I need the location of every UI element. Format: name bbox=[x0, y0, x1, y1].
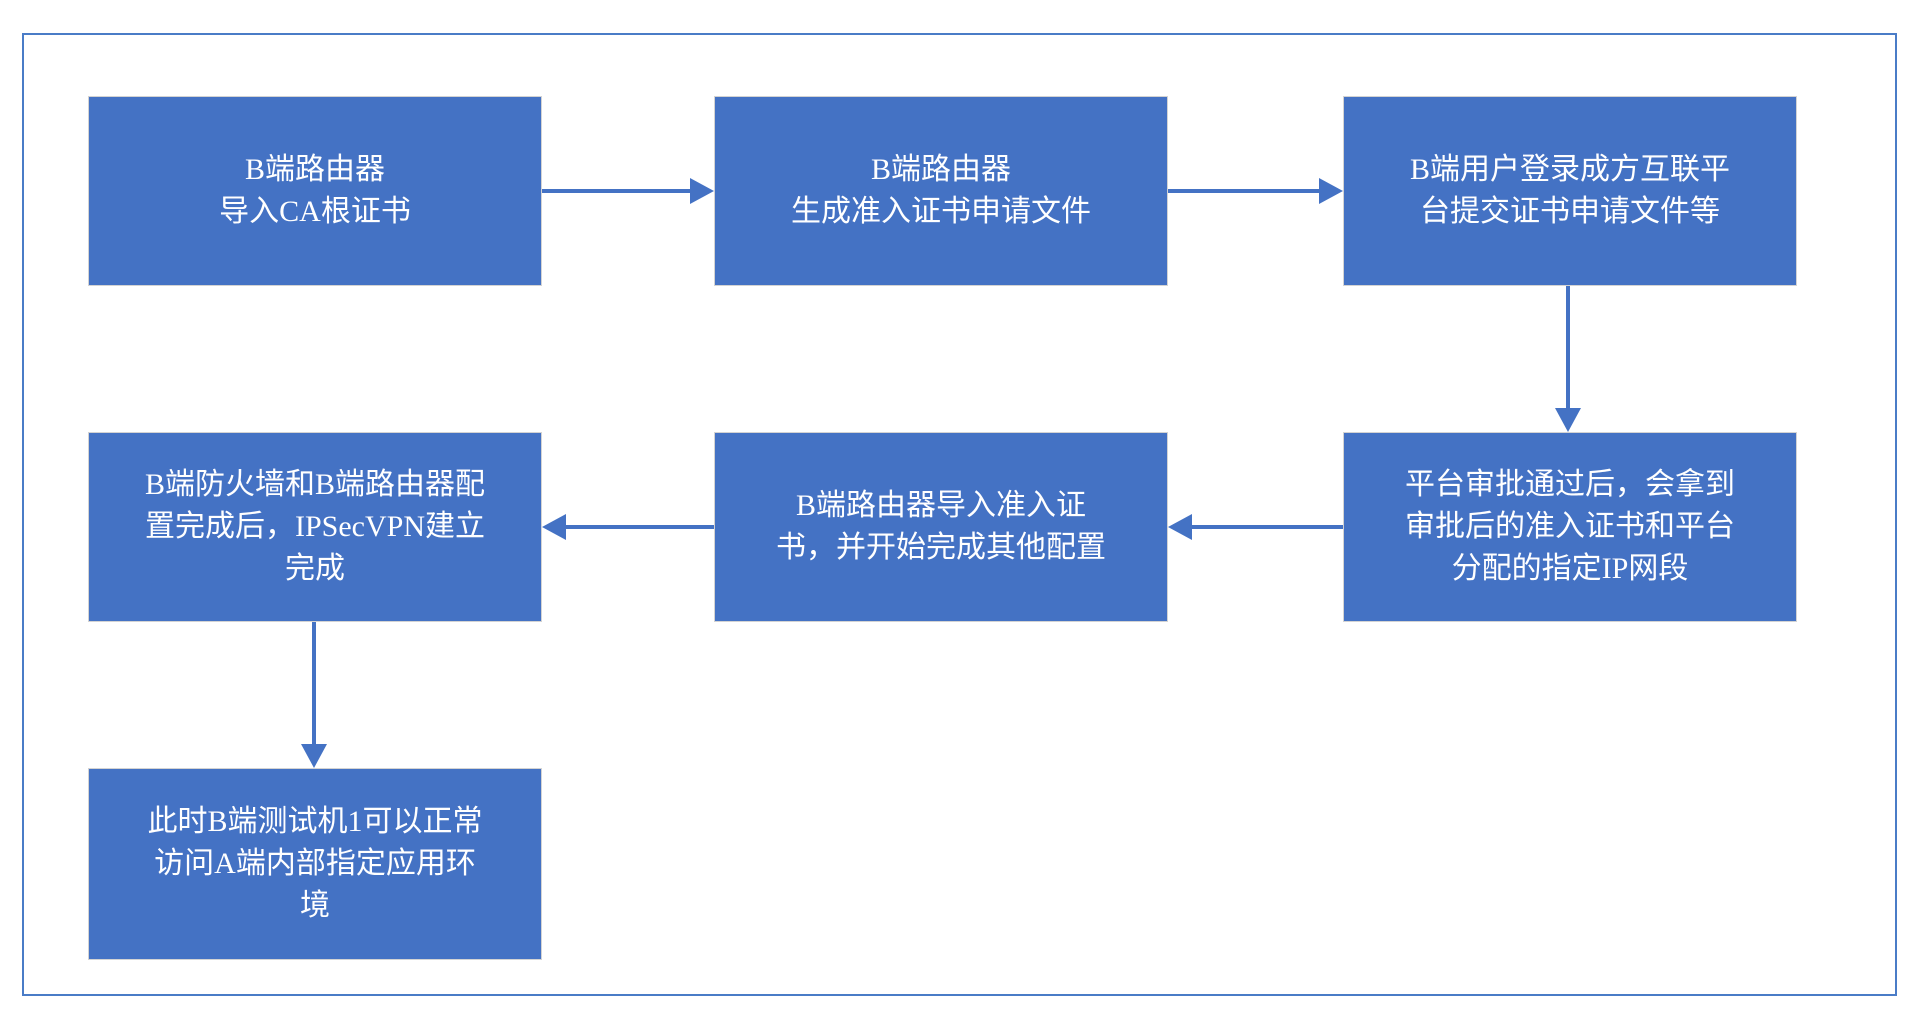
arrow-line bbox=[1192, 525, 1343, 529]
arrow-left-icon bbox=[1168, 514, 1192, 540]
flow-node-ipsecvpn-established: B端防火墙和B端路由器配 置完成后，IPSecVPN建立 完成 bbox=[88, 432, 542, 622]
flow-node-label: B端路由器导入准入证 书，并开始完成其他配置 bbox=[776, 489, 1106, 564]
flow-node-generate-cert-request: B端路由器 生成准入证书申请文件 bbox=[714, 96, 1168, 286]
flow-node-label: 此时B端测试机1可以正常 访问A端内部指定应用环 境 bbox=[147, 805, 483, 922]
arrow-line bbox=[1168, 189, 1319, 193]
flow-node-import-ca-root-cert: B端路由器 导入CA根证书 bbox=[88, 96, 542, 286]
flow-node-test-machine-access: 此时B端测试机1可以正常 访问A端内部指定应用环 境 bbox=[88, 768, 542, 960]
flow-node-label: B端用户登录成方互联平 台提交证书申请文件等 bbox=[1409, 153, 1730, 228]
flow-node-label: 平台审批通过后，会拿到 审批后的准入证书和平台 分配的指定IP网段 bbox=[1405, 468, 1735, 585]
arrow-down-icon bbox=[1555, 408, 1581, 432]
diagram-border-frame bbox=[22, 33, 1897, 996]
flow-node-platform-approval: 平台审批通过后，会拿到 审批后的准入证书和平台 分配的指定IP网段 bbox=[1343, 432, 1797, 622]
flow-node-label: B端防火墙和B端路由器配 置完成后，IPSecVPN建立 完成 bbox=[144, 468, 486, 585]
arrow-right-icon bbox=[1319, 178, 1343, 204]
arrow-line bbox=[312, 622, 316, 744]
arrow-right-icon bbox=[690, 178, 714, 204]
arrow-left-icon bbox=[542, 514, 566, 540]
arrow-line bbox=[566, 525, 714, 529]
flow-node-import-access-cert: B端路由器导入准入证 书，并开始完成其他配置 bbox=[714, 432, 1168, 622]
flow-node-label: B端路由器 导入CA根证书 bbox=[219, 153, 411, 228]
arrow-line bbox=[1566, 286, 1570, 408]
arrow-down-icon bbox=[301, 744, 327, 768]
flow-node-label: B端路由器 生成准入证书申请文件 bbox=[791, 153, 1091, 228]
arrow-line bbox=[542, 189, 690, 193]
flow-node-submit-to-platform: B端用户登录成方互联平 台提交证书申请文件等 bbox=[1343, 96, 1797, 286]
